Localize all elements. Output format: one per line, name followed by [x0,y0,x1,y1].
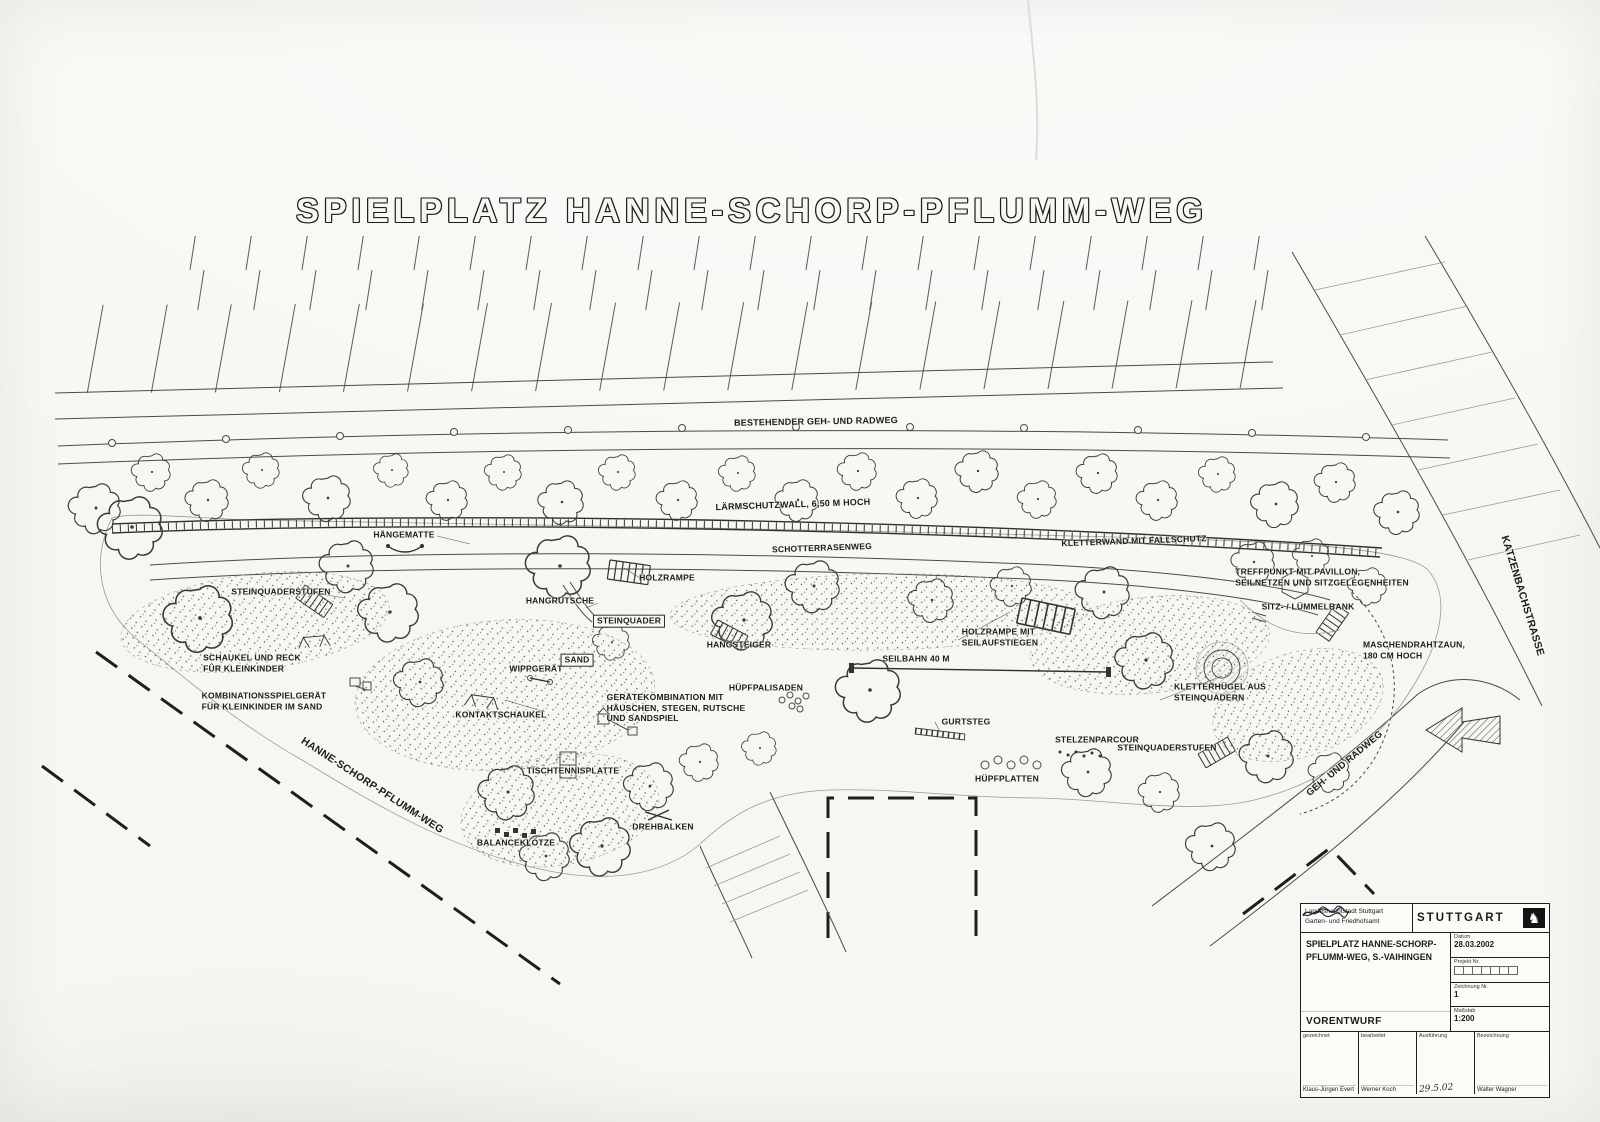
path-posts [108,423,1370,447]
label-laermschutzwall: LÄRMSCHUTZWALL, 6,50 M HOCH [715,496,871,513]
label-holzrampe: HOLZRAMPE [639,572,695,583]
scale-label: Maßstab [1454,1008,1476,1015]
label-sand: SAND [560,653,594,667]
designation-label: Bezeichnung [1477,1033,1509,1039]
top-tick-bands [54,236,1285,420]
label-katzenbachstrasse: KATZENBACHSTRASSE [1498,534,1547,658]
project-line2: PFLUMM-WEG, S.-VAIHINGEN [1306,951,1432,962]
date-cell: Datum 28.03.2002 [1451,933,1549,958]
gravel-path [149,553,1331,616]
label-kontaktschaukel: KONTAKTSCHAUKEL [455,709,547,720]
label-huepfpalisaden: HÜPFPALISADEN [728,682,804,693]
label-steinquaderstufen-links: STEINQUADERSTUFEN [231,586,331,597]
date-value: 28.03.2002 [1454,940,1495,949]
label-haengematte: HÄNGEMATTE [373,529,435,540]
project-no-label: Projekt Nr. [1454,958,1480,965]
label-geraetekombination: GERÄTEKOMBINATION MIT HÄUSCHEN, STEGEN, … [606,692,746,724]
stuttgart-wordmark: STUTTGART [1417,912,1505,924]
scan-crease [1027,0,1039,161]
agency-line2: Garten- und Friedhofsamt [1305,917,1380,925]
scale-cell: Maßstab 1:200 [1451,1007,1549,1031]
label-stelzenparcour: STELZENPARCOUR [1055,734,1139,745]
execution-cell: Ausführung 29.5.02 [1302,907,1475,1095]
label-geh-und-radweg: GEH- UND RADWEG [1304,728,1385,799]
drawing-no-value: 1 [1454,989,1459,999]
south-path [699,791,847,959]
drawing-no-cell: Zeichnung Nr. 1 [1451,983,1549,1008]
project-line1: SPIELPLATZ HANNE-SCHORP- [1306,939,1437,949]
phase-label: VORENTWURF [1306,1016,1382,1027]
label-bestehender-geh-und-radweg: BESTEHENDER GEH- UND RADWEG [733,414,899,428]
label-treffpunkt: TREFFPUNKT MIT PAVILLON, SEILNETZEN UND … [1235,566,1409,587]
label-maschendrahtzaun: MASCHENDRAHTZAUN, 180 CM HOCH [1362,639,1466,660]
label-hanne-schorp-pflumm-weg: HANNE-SCHORP-PFLUMM-WEG [298,734,446,837]
label-kombinationsspielgeraet: KOMBINATIONSSPIELGERÄT FÜR KLEINKINDER I… [201,690,327,711]
katzenbachstrasse-road [1291,235,1600,707]
plan-title: SPIELPLATZ HANNE-SCHORP-PFLUMM-WEG [296,192,1208,230]
title-block: Landeshauptstadt Stuttgart Garten- und F… [1300,903,1550,1098]
equipment-symbols [295,544,1395,838]
label-wippgeraet: WIPPGERÄT [509,663,563,674]
leader-lines [319,535,1223,733]
agency-line1: Landeshauptstadt Stuttgart [1305,908,1384,915]
signature-execution [1302,907,1350,916]
designation-cell: Bezeichnung Walter Wagner [1475,1032,1549,1094]
label-drehbalken: DREHBALKEN [632,821,694,832]
label-seilbahn: SEILBAHN 40 M [882,653,950,664]
stuttgart-horse-logo: ♞ [1523,908,1545,928]
noise-wall [111,517,1383,558]
project-no-grid [1454,965,1546,975]
label-hangsteiger: HANGSTEIGER [706,639,772,650]
designation-name: Walter Wagner [1477,1085,1547,1093]
project-no-cell: Projekt Nr. [1451,958,1549,983]
signed-date: 29.5.02 [1418,1082,1454,1095]
project-title: SPIELPLATZ HANNE-SCHORP- PFLUMM-WEG, S.-… [1301,933,1450,1012]
label-holzrampe-mit-seilaufstiegen: HOLZRAMPE MIT SEILAUFSTIEGEN [961,626,1039,647]
label-kletterwand-mit-fallschutz: KLETTERWAND MIT FALLSCHUTZ [1061,533,1207,549]
edited-by-cell: bearbeitet Werner Koch [1302,910,1417,1094]
execution-label: Ausführung [1419,1033,1448,1039]
drawn-by-name: Klaus-Jürgen Evert [1303,1085,1356,1093]
edited-by-name: Werner Koch [1361,1085,1414,1093]
label-steinquaderstufen-rechts: STEINQUADERSTUFEN [1117,742,1217,753]
label-tischtennisplatte: TISCHTENNISPLATTE [526,765,620,776]
label-schaukel-und-reck: SCHAUKEL UND RECK FÜR KLEINKINDER [203,652,301,673]
agency-name: Landeshauptstadt Stuttgart Garten- und F… [1301,904,1413,932]
label-sitz-luemmelbank: SITZ- / LÜMMELBANK [1261,601,1355,612]
drawing-no-label: Zeichnung Nr. [1454,983,1489,990]
direction-arrow [1425,707,1501,753]
drawn-by-cell: gezeichnet Klaus-Jürgen Evert [1301,905,1359,1094]
existing-path [57,423,1451,465]
drawn-by-label: gezeichnet [1303,1033,1330,1039]
label-balancekloetze: BALANCEKLÖTZE [476,837,556,848]
label-huepfplatten: HÜPFPLATTEN [975,773,1039,784]
scale-value: 1:200 [1454,1014,1475,1024]
boundary-dashes [41,650,1376,986]
label-kletterhuegel: KLETTERHÜGEL AUS STEINQUADERN [1174,681,1266,702]
date-label: Datum [1454,934,1471,940]
edited-by-label: bearbeitet [1361,1033,1386,1039]
label-steinquader: STEINQUADER [592,614,666,628]
label-hangrutsche: HANGRUTSCHE [525,595,595,606]
label-gurtsteg: GURTSTEG [941,716,991,727]
label-schotterrasenweg: SCHOTTERRASENWEG [771,540,873,555]
